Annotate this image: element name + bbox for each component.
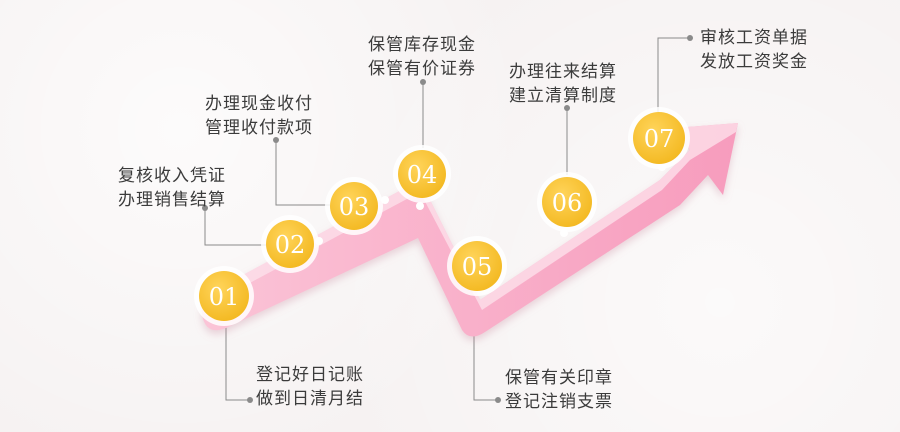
leader-line-05	[473, 320, 498, 401]
step-03-line1: 办理现金收付	[205, 94, 313, 114]
step-node-06: 06	[537, 172, 597, 232]
step-06-line2: 建立清算制度	[509, 86, 617, 106]
step-node-04: 04	[393, 145, 451, 203]
step-01-line2: 做到日清月结	[256, 389, 364, 409]
leader-line-01	[225, 318, 250, 401]
step-02-line1: 复核收入凭证	[118, 166, 226, 186]
step-node-03: 03	[325, 177, 383, 235]
step-number-06: 06	[552, 189, 583, 217]
step-label-06: 办理往来结算 建立清算制度	[509, 60, 617, 108]
step-node-02: 02	[261, 215, 319, 273]
step-03-line2: 管理收付款项	[205, 118, 313, 138]
step-07-line1: 审核工资单据	[700, 28, 808, 48]
leader-lines	[204, 37, 690, 401]
step-label-04: 保管库存现金 保管有价证券	[368, 33, 476, 81]
step-number-01: 01	[209, 283, 240, 311]
step-04-line2: 保管有价证券	[368, 59, 476, 79]
step-nodes: 01 02 03 04 05	[194, 107, 690, 326]
leader-line-07	[657, 37, 690, 118]
step-05-line1: 保管有关印章	[505, 368, 613, 388]
leader-end-dots	[202, 35, 693, 403]
step-04-line1: 保管库存现金	[368, 35, 476, 55]
step-label-07: 审核工资单据 发放工资奖金	[700, 26, 808, 74]
step-node-01: 01	[194, 266, 254, 326]
step-label-01: 登记好日记账 做到日清月结	[256, 363, 364, 411]
step-07-line2: 发放工资奖金	[700, 52, 808, 72]
step-number-03: 03	[339, 193, 370, 221]
step-02-line2: 办理销售结算	[118, 190, 226, 210]
leader-line-02	[204, 208, 268, 246]
step-label-05: 保管有关印章 登记注销支票	[505, 366, 613, 414]
leader-line-03	[275, 140, 330, 206]
step-number-05: 05	[462, 253, 493, 281]
step-number-04: 04	[407, 161, 438, 189]
step-06-line1: 办理往来结算	[509, 62, 617, 82]
step-node-07: 07	[628, 107, 690, 169]
step-05-line2: 登记注销支票	[505, 392, 613, 412]
step-number-02: 02	[275, 231, 306, 259]
step-label-03: 办理现金收付 管理收付款项	[205, 92, 313, 140]
step-01-line1: 登记好日记账	[256, 365, 364, 385]
step-label-02: 复核收入凭证 办理销售结算	[118, 164, 226, 212]
step-node-05: 05	[447, 236, 507, 296]
step-number-07: 07	[644, 125, 675, 153]
